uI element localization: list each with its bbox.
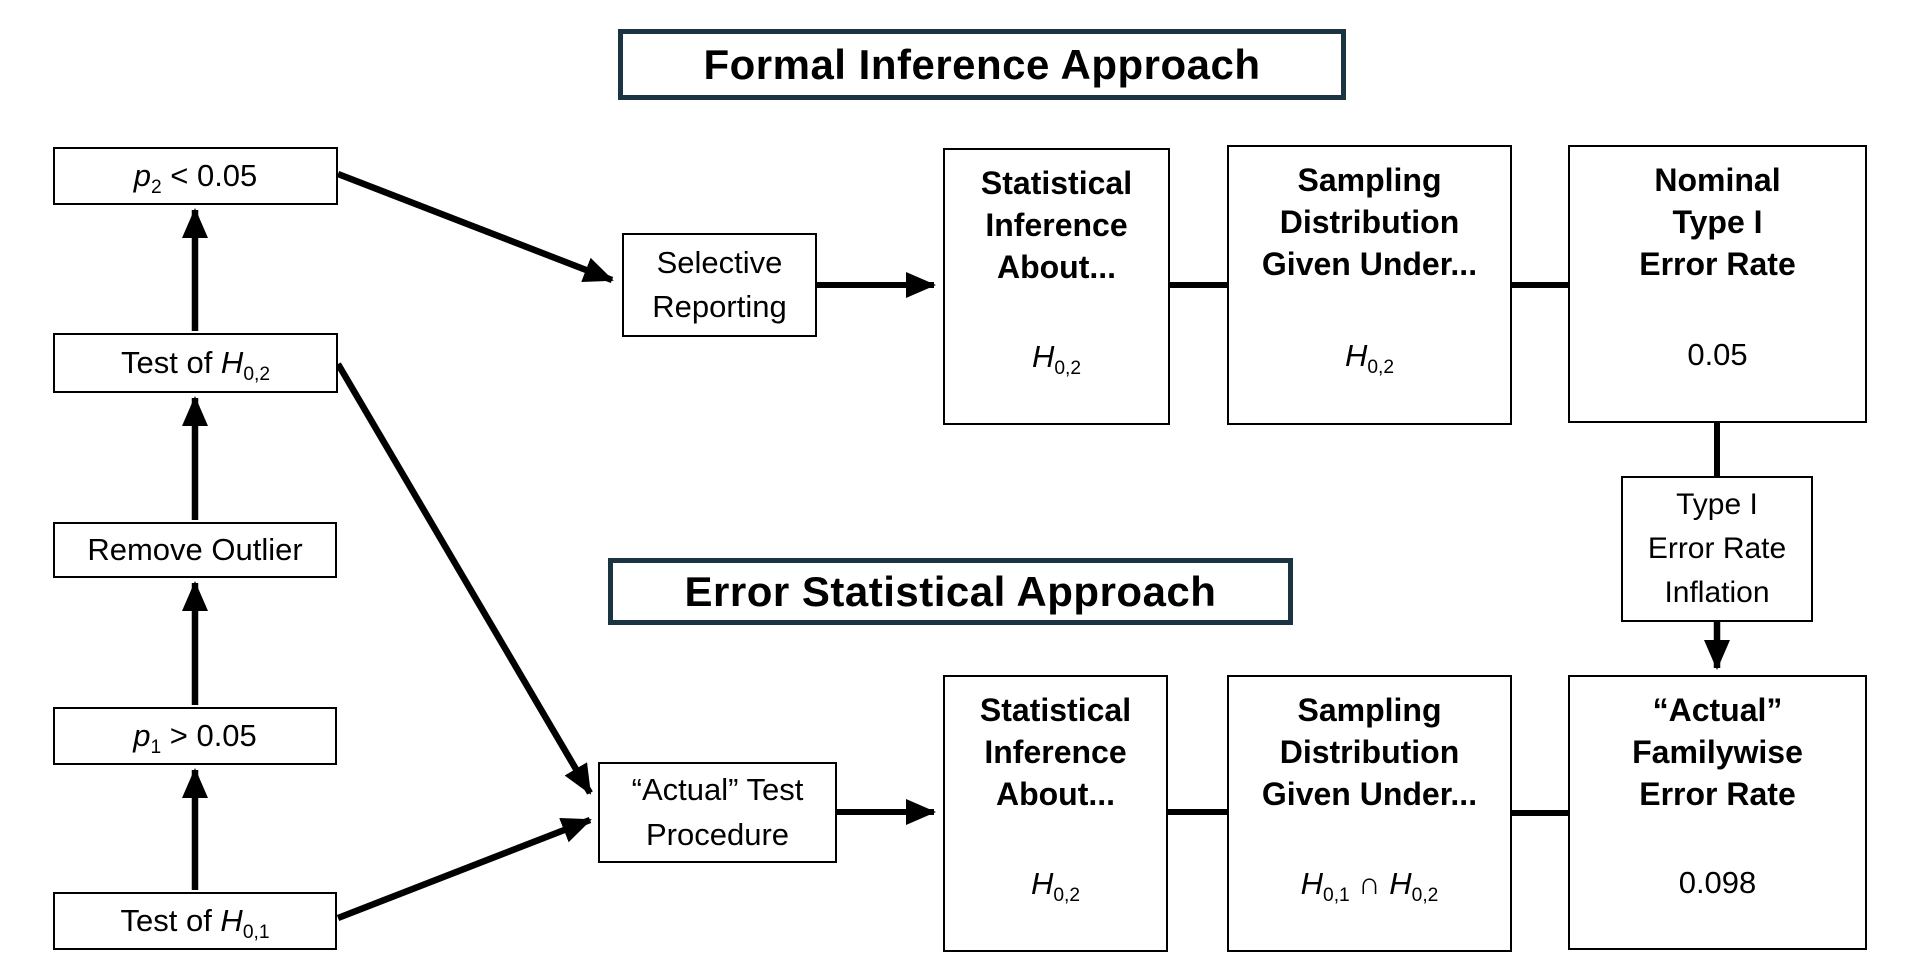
node-label: Remove Outlier (87, 531, 303, 567)
node-heading: Sampling Distribution Given Under... (1261, 162, 1478, 283)
title-text: Error Statistical Approach (684, 567, 1217, 615)
node-heading: “Actual” Familywise Error Rate (1632, 692, 1803, 813)
node-p1-result: p1 > 0.05 (53, 707, 337, 765)
node-actual-test-procedure: “Actual” Test Procedure (598, 762, 837, 863)
node-label: Test of H0,1 (120, 902, 270, 944)
arrow-test-h01-to-actual-procedure (336, 816, 592, 922)
node-label: p2 < 0.05 (133, 157, 258, 199)
node-formula: H0,2 (1031, 339, 1082, 380)
node-statistical-inference-formal: Statistical Inference About... H0,2 (943, 148, 1170, 425)
node-actual-familywise-error-rate: “Actual” Familywise Error Rate 0.098 (1568, 675, 1867, 950)
node-label: p1 > 0.05 (133, 717, 257, 759)
node-heading: Sampling Distribution Given Under... (1261, 692, 1478, 813)
node-formula: H0,2 (1030, 866, 1081, 907)
node-remove-outlier: Remove Outlier (53, 522, 337, 578)
title-text: Formal Inference Approach (703, 40, 1261, 88)
title-error-statistical-approach: Error Statistical Approach (608, 558, 1293, 625)
node-formula: H0,1 ∩ H0,2 (1300, 866, 1439, 907)
node-heading: Nominal Type I Error Rate (1639, 162, 1796, 283)
node-test-h01: Test of H0,1 (53, 892, 337, 950)
node-p2-result: p2 < 0.05 (53, 147, 338, 205)
node-label: Test of H0,2 (120, 344, 271, 386)
node-formula: H0,2 (1344, 338, 1395, 379)
title-formal-inference-approach: Formal Inference Approach (618, 29, 1346, 100)
node-selective-reporting: Selective Reporting (622, 233, 817, 337)
node-label-line: Error Rate (1647, 531, 1787, 565)
node-sampling-distribution-formal: Sampling Distribution Given Under... H0,… (1227, 145, 1512, 425)
node-test-h02: Test of H0,2 (53, 333, 338, 393)
node-type1-error-rate-inflation: Type I Error Rate Inflation (1621, 476, 1813, 622)
arrow-p2-to-selective-reporting (336, 170, 614, 284)
node-label: Selective Reporting (652, 244, 787, 324)
node-value: 0.05 (1687, 336, 1748, 372)
node-sampling-distribution-error: Sampling Distribution Given Under... H0,… (1227, 675, 1512, 952)
node-label-line: Inflation (1664, 576, 1770, 610)
arrow-test-h02-to-actual-procedure (335, 362, 593, 795)
node-nominal-type1-error-rate: Nominal Type I Error Rate 0.05 (1568, 145, 1867, 423)
node-label: “Actual” Test Procedure (631, 772, 804, 852)
node-statistical-inference-error: Statistical Inference About... H0,2 (943, 675, 1168, 952)
node-heading: Statistical Inference About... (979, 692, 1132, 813)
node-heading: Statistical Inference About... (980, 165, 1133, 286)
node-value: 0.098 (1678, 864, 1757, 900)
node-label-line: Type I (1676, 487, 1758, 521)
